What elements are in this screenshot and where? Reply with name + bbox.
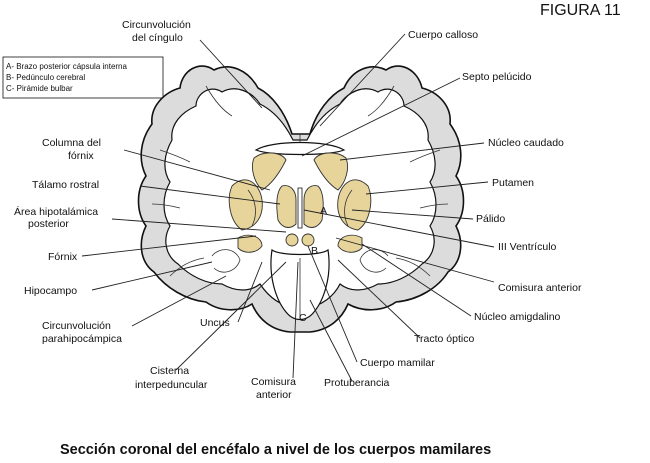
amygdala-left (237, 234, 263, 253)
label-uncus: Uncus (200, 317, 230, 329)
legend-frame (2, 56, 164, 99)
marker-b: B (311, 245, 318, 257)
label-nucleo-caudado: Núcleo caudado (488, 137, 564, 149)
thalamus-left (276, 185, 297, 228)
leader-lines (81, 33, 495, 382)
sulcus-right-1 (367, 85, 395, 117)
sulcus-left-2 (159, 149, 191, 163)
label-cisterna-interpeduncular-1: Cisterna (150, 365, 189, 377)
marker-a: A (320, 205, 327, 217)
label-protuberancia: Protuberancia (324, 377, 390, 389)
label-fornix: Fórnix (48, 251, 78, 263)
label-iii-ventriculo: III Ventrículo (498, 241, 557, 253)
label-cisterna-interpeduncular-2: interpeduncular (135, 379, 208, 391)
sulcus-left-4 (169, 257, 205, 277)
mammillary-left (285, 233, 299, 247)
label-comisura-anterior-bottom-2: anterior (256, 389, 292, 401)
pallidum-right-line (344, 189, 353, 227)
label-parahipocampica-1: Circunvolución (42, 320, 111, 332)
label-area-hipotalamica-2: posterior (28, 218, 69, 230)
label-putamen: Putamen (492, 177, 534, 189)
legend-item-c: C- Pirámide bulbar (6, 84, 73, 93)
pallidum-left-line (247, 189, 256, 227)
label-columna-fornix-1: Columna del (42, 137, 101, 149)
label-cuerpo-mamilar: Cuerpo mamilar (360, 357, 435, 369)
sulcus-right-4 (395, 257, 431, 277)
caudate-right (313, 152, 349, 191)
label-septo-pelucido: Septo pelúcido (462, 71, 532, 83)
labels: Circunvolución del cíngulo Cuerpo callos… (14, 19, 582, 401)
label-palido: Pálido (476, 213, 505, 225)
sulcus-right-2 (409, 149, 441, 163)
label-hipocampo: Hipocampo (24, 285, 77, 297)
label-parahipocampica-2: parahipocámpica (42, 333, 122, 345)
label-columna-fornix-2: fórnix (68, 150, 94, 162)
third-ventricle (297, 187, 303, 229)
hippocampus-left (211, 249, 241, 273)
brain-section: A B C (137, 65, 465, 333)
label-talamo-rostral: Tálamo rostral (32, 179, 99, 191)
label-comisura-anterior-right: Comisura anterior (498, 282, 582, 294)
marker-c: C (299, 312, 307, 324)
figure-caption: Sección coronal del encéfalo a nivel de … (60, 442, 491, 458)
legend-item-b: B- Pedúnculo cerebral (6, 73, 85, 82)
sulcus-left-1 (205, 85, 233, 117)
label-circunvolucion-cingulo-2: del cíngulo (132, 32, 183, 44)
legend-box: A- Brazo posterior cápsula interna B- Pe… (2, 56, 164, 99)
putamen-left (228, 179, 263, 231)
sulcus-right-3 (419, 203, 449, 209)
label-nucleo-amigdalino: Núcleo amigdalino (474, 311, 561, 323)
label-cuerpo-calloso: Cuerpo calloso (408, 29, 478, 41)
putamen-right (337, 179, 372, 231)
sulcus-left-3 (151, 203, 181, 209)
label-circunvolucion-cingulo-1: Circunvolución (122, 19, 191, 31)
label-tracto-optico: Tracto óptico (414, 333, 474, 345)
amygdala-right (337, 234, 363, 253)
figure-number: FIGURA 11 (540, 2, 621, 19)
label-comisura-anterior-bottom-1: Comisura (251, 376, 296, 388)
label-area-hipotalamica-1: Área hipotalámica (14, 205, 98, 218)
thalamus-right (303, 185, 324, 228)
caudate-left (251, 152, 287, 191)
legend-item-a: A- Brazo posterior cápsula interna (6, 62, 128, 71)
